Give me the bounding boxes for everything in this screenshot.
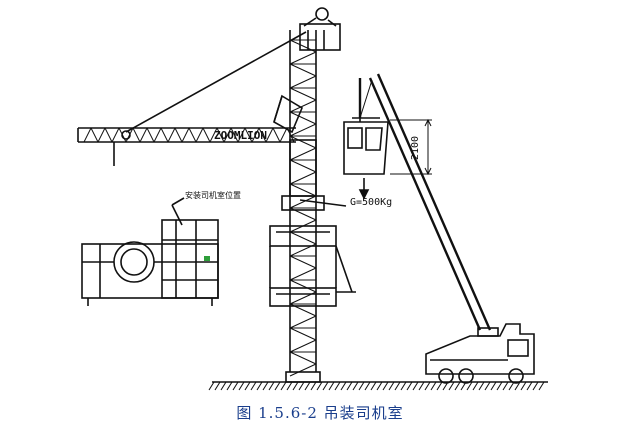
height-dimension [390,118,432,176]
detail-marker [204,256,210,261]
hook-line [359,79,373,119]
ground-line [208,381,548,391]
tower-head [299,7,341,51]
tower-mast [285,30,321,383]
load-arrow [358,178,370,200]
climbing-frame [269,225,356,307]
mounting-detail [81,197,219,306]
mobile-crane-boom [358,73,492,331]
mobile-crane-truck [425,323,535,384]
height-dimension-label: 2100 [410,136,421,160]
suspended-cab [343,117,389,175]
boom-brand-label: ZOOMLION [214,129,267,142]
figure-caption: 图 1.5.6-2 吊装司机室 [236,404,404,422]
load-weight-label: G=500Kg [350,197,392,208]
detail-label: 安装司机室位置 [185,190,241,200]
slewing-unit [273,94,347,211]
jib [77,127,296,166]
jib-tie-rod [125,31,307,133]
